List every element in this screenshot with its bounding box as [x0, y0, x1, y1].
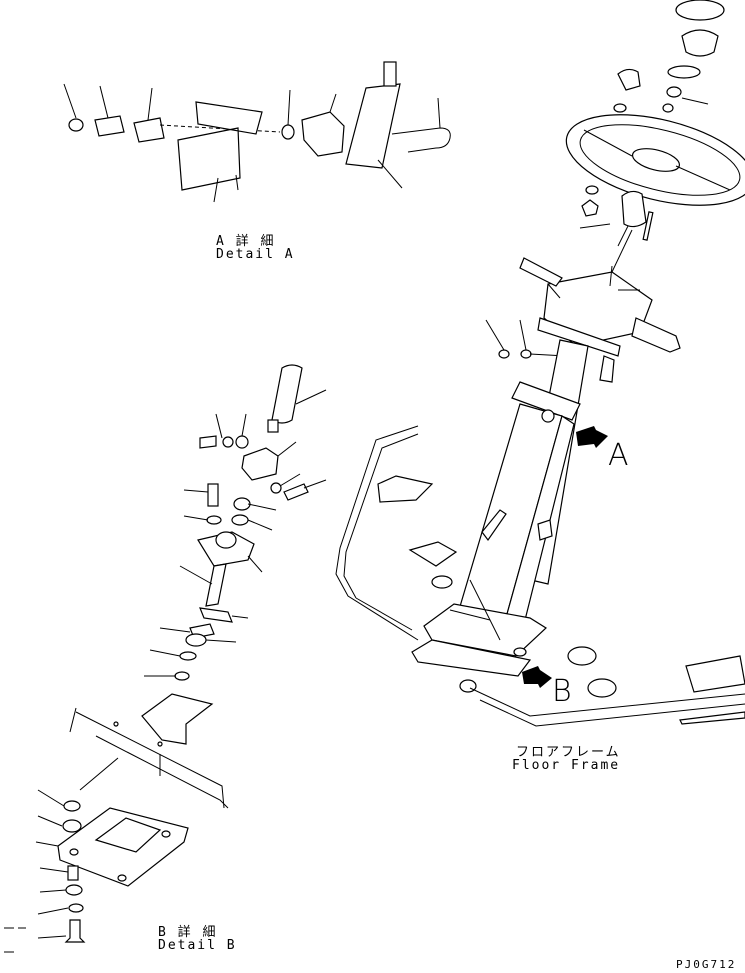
nut-a2: [281, 124, 295, 140]
u-joint-b: [241, 447, 279, 481]
detail-b-title-en: Detail B: [158, 938, 237, 953]
column-bracket: [511, 381, 581, 421]
arrow-b-icon: [522, 666, 552, 688]
column-tube-a: [345, 83, 401, 169]
shaft-tube-b: [271, 364, 303, 424]
arrow-b-label: B: [552, 674, 572, 709]
detail-b-title-jp: B 詳 細: [158, 925, 218, 940]
nut-a1: [68, 118, 84, 132]
floor-frame-label-jp: フロアフレーム: [516, 745, 621, 760]
u-bolt-a: [391, 127, 451, 153]
knob: [617, 68, 641, 91]
wheel-hub: [621, 190, 647, 228]
horn-cap: [675, 0, 725, 21]
clamp-a: [301, 111, 345, 157]
arrow-a-label: A: [608, 438, 629, 473]
detail-b-group: [4, 364, 327, 953]
floor-frame-label-en: Floor Frame: [512, 758, 621, 773]
drawing-code: PJ0G712: [676, 958, 737, 971]
floor-hole-2: [408, 541, 458, 567]
steering-assembly: [411, 0, 745, 693]
plate-a1: [94, 115, 125, 137]
floor-frame: [335, 425, 745, 727]
detail-a-group: [63, 61, 451, 203]
plate-a2: [133, 117, 165, 143]
bracket-a: [177, 101, 263, 191]
bolt-b: [64, 919, 86, 943]
detail-a-title-en: Detail A: [216, 247, 295, 262]
arrow-a-icon: [576, 426, 608, 448]
plate-b: [141, 693, 214, 745]
detail-a-title-jp: A 詳 細: [216, 234, 276, 249]
floor-hole-1: [377, 475, 434, 503]
hub-nut: [581, 199, 599, 217]
shaft-b: [205, 563, 227, 607]
